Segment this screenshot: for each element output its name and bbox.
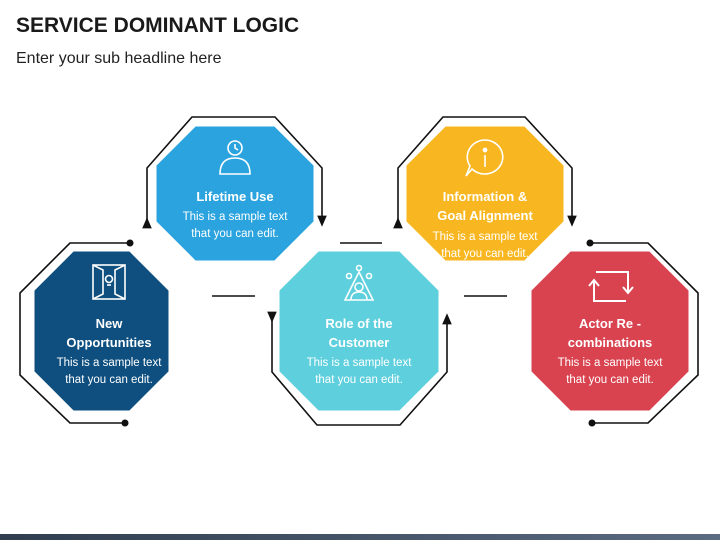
label-actor-recombinations: Actor Re - combinations This is a sample…: [558, 316, 664, 386]
label-lifetime-use: Lifetime Use This is a sample text that …: [183, 189, 289, 240]
item-body: This is a sample text: [183, 211, 289, 223]
item-body: This is a sample text: [307, 357, 413, 369]
item-title: Lifetime Use: [196, 189, 273, 204]
bottom-bar: [0, 534, 720, 540]
item-title: Goal Alignment: [437, 208, 533, 223]
octagon-lifetime-use: [153, 123, 317, 264]
page-subtitle: Enter your sub headline here: [16, 50, 222, 67]
bracket-3: [267, 311, 452, 426]
item-body: that you can edit.: [566, 374, 654, 386]
octagon-information-goal: [403, 123, 567, 264]
item-body: This is a sample text: [433, 231, 539, 243]
octagon-role-of-customer: [276, 248, 442, 414]
person-clock-icon: [219, 140, 251, 175]
item-body: that you can edit.: [315, 374, 403, 386]
bracket-4: [393, 116, 577, 229]
item-title: Opportunities: [66, 335, 151, 350]
bracket-5: [586, 239, 699, 427]
item-body: that you can edit.: [191, 228, 279, 240]
cycle-arrows-icon: [588, 271, 634, 302]
page-title: SERVICE DOMINANT LOGIC: [16, 14, 300, 37]
octagon-new-opportunities: [31, 248, 172, 414]
item-title: combinations: [568, 335, 653, 350]
door-idea-icon: [92, 264, 126, 300]
item-title: Customer: [329, 335, 390, 350]
info-bubble-icon: [465, 139, 504, 177]
person-network-icon: [343, 264, 375, 301]
item-title: New: [96, 316, 124, 331]
connector-lines: [19, 116, 699, 427]
item-body: that you can edit.: [441, 248, 529, 260]
item-body: that you can edit.: [65, 374, 153, 386]
label-information-goal: Information & Goal Alignment This is a s…: [433, 189, 539, 260]
octagon-actor-recombinations: [528, 248, 692, 414]
item-body: This is a sample text: [57, 357, 163, 369]
bracket-2: [142, 116, 327, 229]
item-title: Actor Re -: [579, 316, 641, 331]
item-title: Role of the: [325, 316, 392, 331]
item-title: Information &: [443, 189, 528, 204]
label-new-opportunities: New Opportunities This is a sample text …: [57, 316, 163, 386]
label-role-of-customer: Role of the Customer This is a sample te…: [307, 316, 413, 386]
bracket-1: [19, 239, 134, 427]
item-body: This is a sample text: [558, 357, 664, 369]
